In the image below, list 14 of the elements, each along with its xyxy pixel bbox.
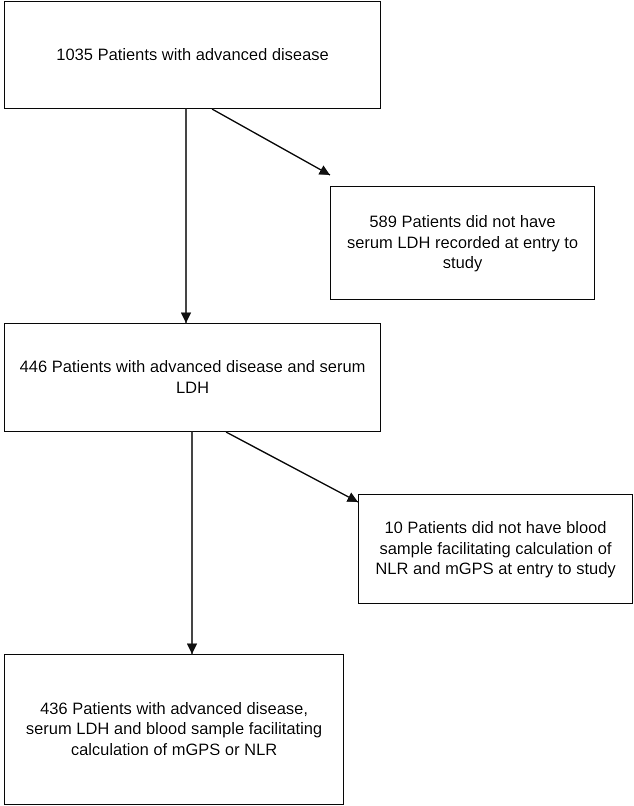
process-box: [4, 1, 381, 109]
arrow: [186, 432, 198, 654]
box-text: 1035 Patients with advanced disease: [56, 44, 329, 66]
process-box: [330, 186, 595, 300]
box-text: 446 Patients with advanced disease and serum LDH: [19, 356, 366, 398]
process-box: [4, 323, 381, 432]
box-text: 589 Patients did not have serum LDH recorded at entry to study: [346, 212, 580, 274]
process-box: [358, 494, 633, 604]
arrow: [212, 108, 330, 176]
box-text: 436 Patients with advanced disease, serum LDH and blood sample facilitating calculation of mGPS or NLR: [24, 698, 324, 760]
arrow: [180, 109, 192, 323]
box-text: 10 Patients did not have blood sample facilitating calculation of NLR and mGPS at entry to study: [374, 518, 617, 580]
process-box: [4, 654, 344, 805]
arrow: [226, 431, 358, 503]
